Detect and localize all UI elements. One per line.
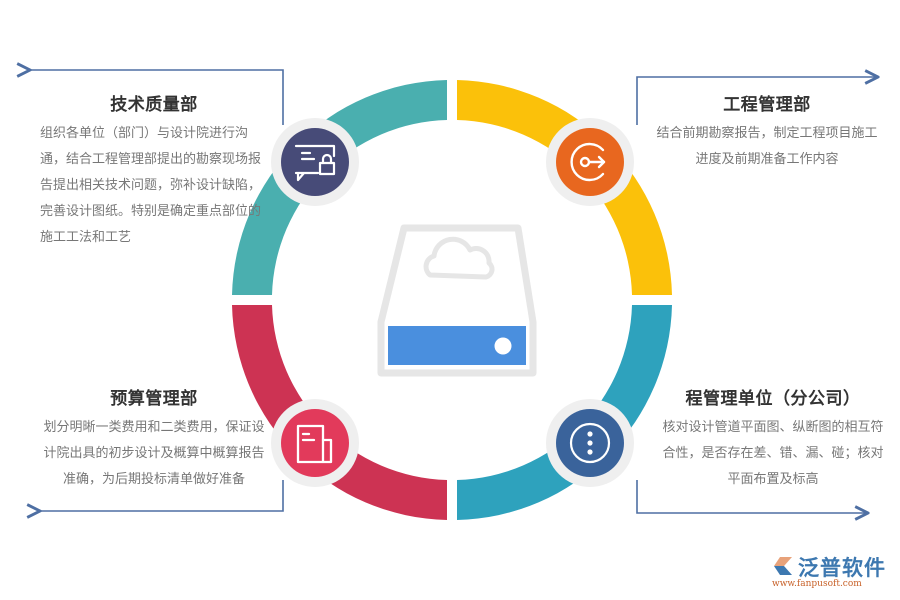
badge-top-right (546, 118, 634, 206)
chat-lock-icon (294, 144, 336, 182)
section-title: 技术质量部 (110, 95, 198, 115)
badge-bottom-left (271, 399, 359, 487)
logo-mark-icon (774, 557, 792, 575)
brand-logo: 泛普软件 www.fanpusoft.com (770, 552, 895, 592)
section-title: 程管理单位（分公司） (685, 389, 861, 409)
section-top-left: 技术质量部 组织各单位（部门）与设计院进行沟通，结合工程管理部提出的勘察现场报告… (40, 90, 268, 251)
section-description: 划分明晰一类费用和二类费用，保证设计院出具的初步设计及概算中概算报告准确，为后期… (43, 420, 265, 487)
cloud-drive-icon (377, 224, 537, 377)
section-description: 组织各单位（部门）与设计院进行沟通，结合工程管理部提出的勘察现场报告提出相关技术… (40, 126, 262, 245)
logo-url: www.fanpusoft.com (772, 579, 862, 589)
document-icon (296, 424, 333, 464)
badge-top-left (271, 118, 359, 206)
section-bottom-right: 程管理单位（分公司） 核对设计管道平面图、纵断图的相互符合性，是否存在差、错、漏… (660, 384, 886, 493)
logo-name: 泛普软件 (798, 556, 886, 580)
section-top-right: 工程管理部 结合前期勘察报告，制定工程项目施工进度及前期准备工作内容 (652, 90, 882, 173)
section-title: 预算管理部 (110, 389, 198, 409)
connector-top-left (30, 70, 284, 125)
connector-bottom-right (636, 480, 868, 513)
section-description: 核对设计管道平面图、纵断图的相互符合性，是否存在差、错、漏、碰；核对平面布置及标… (662, 420, 884, 487)
more-vertical-icon (569, 422, 611, 464)
section-description: 结合前期勘察报告，制定工程项目施工进度及前期准备工作内容 (656, 126, 878, 167)
key-exit-icon (570, 142, 606, 182)
connector-bottom-left (40, 480, 284, 511)
section-title: 工程管理部 (723, 95, 811, 115)
connector-top-right (636, 77, 878, 125)
section-bottom-left: 预算管理部 划分明晰一类费用和二类费用，保证设计院出具的初步设计及概算中概算报告… (40, 384, 268, 493)
arc-top-left (232, 80, 447, 295)
badge-bottom-right (546, 399, 634, 487)
arc-top-right (457, 80, 672, 295)
